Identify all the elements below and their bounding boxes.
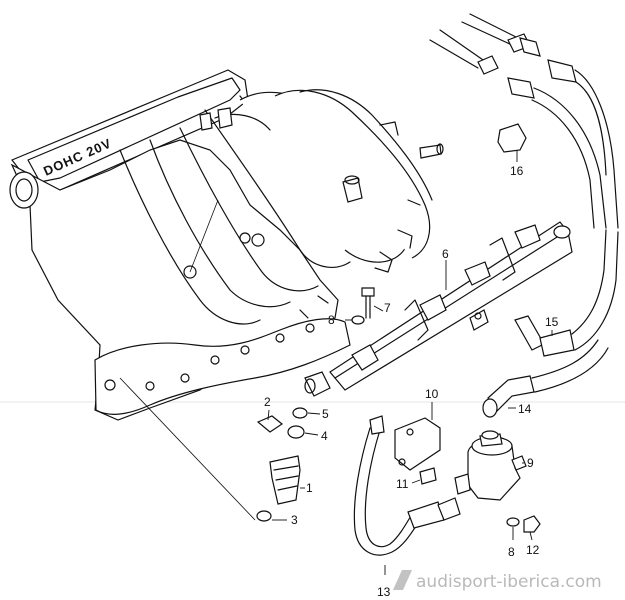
fuel-hoses xyxy=(353,13,619,556)
part-label-9: 9 xyxy=(527,456,534,470)
assembly-line-1 xyxy=(119,377,256,521)
regulator-bracket xyxy=(394,417,441,471)
part-label-8-upper: 8 xyxy=(328,313,335,327)
part-label-12: 12 xyxy=(526,543,540,557)
bolt xyxy=(361,287,375,319)
part-label-11: 11 xyxy=(396,477,409,491)
pressure-regulator xyxy=(454,430,527,501)
leader-lines xyxy=(267,150,553,575)
part-label-15: 15 xyxy=(545,315,559,329)
part-label-7: 7 xyxy=(384,301,391,315)
part-label-2: 2 xyxy=(264,395,271,409)
watermark-text: audisport-iberica.com xyxy=(416,572,602,592)
clip xyxy=(256,415,284,433)
watermark: audisport-iberica.com xyxy=(393,570,602,592)
part-label-3: 3 xyxy=(291,513,298,527)
part-label-1: 1 xyxy=(306,481,313,495)
intake-manifold: DOHC 20V xyxy=(9,69,444,421)
part-label-16: 16 xyxy=(510,164,524,178)
injector-assembly xyxy=(256,407,308,522)
part-label-8-lower: 8 xyxy=(508,545,515,559)
part-label-6: 6 xyxy=(442,247,449,261)
washer-upper xyxy=(351,315,365,325)
bolt-bracket xyxy=(419,467,437,485)
washer-lower xyxy=(506,517,520,527)
part-label-13: 13 xyxy=(377,585,391,599)
part-label-5: 5 xyxy=(322,407,329,421)
nut xyxy=(523,515,541,533)
part-label-14: 14 xyxy=(518,402,532,416)
part-labels: 1 2 3 4 5 6 7 8 8 9 10 11 12 13 14 15 16 xyxy=(264,164,559,599)
hose-clip xyxy=(497,123,527,153)
fuel-rail xyxy=(304,221,573,397)
part-label-10: 10 xyxy=(425,387,439,401)
assembly-line-2 xyxy=(189,199,219,273)
part-label-4: 4 xyxy=(321,429,328,443)
